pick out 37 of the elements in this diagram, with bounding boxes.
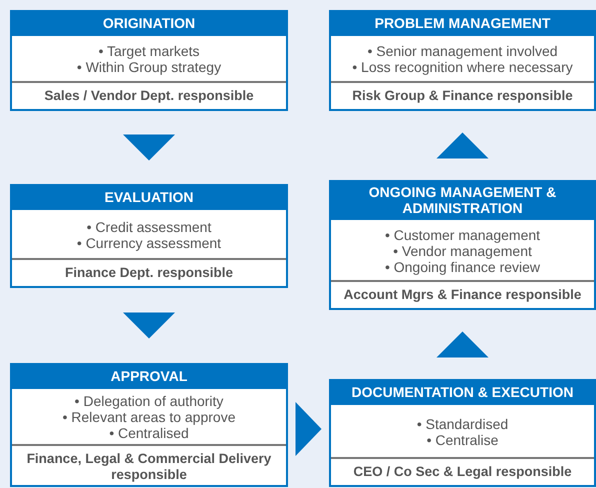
bullet-item: • Ongoing finance review <box>384 258 540 274</box>
process-box <box>329 379 596 487</box>
arrow <box>436 132 488 158</box>
responsibility-text: CEO / Co Sec & Legal responsible <box>331 457 594 485</box>
responsibility-text: Risk Group & Finance responsible <box>331 81 594 109</box>
arrow <box>296 402 322 456</box>
box-heading: PROBLEM MANAGEMENT <box>329 10 596 36</box>
bullet-item: • Loss recognition where necessary <box>352 59 573 75</box>
box-heading: DOCUMENTATION & EXECUTION <box>329 379 596 405</box>
responsibility-text: Finance, Legal & Commercial Delivery responsible <box>12 444 286 488</box>
bullet-item: • Customer management <box>384 226 540 242</box>
responsibility-text: Account Mgrs & Finance responsible <box>331 280 594 308</box>
responsibility-text: Sales / Vendor Dept. responsible <box>12 81 286 109</box>
responsibility-text: Finance Dept. responsible <box>12 258 286 286</box>
process-box <box>10 10 288 111</box>
bullet-item: • Vendor management <box>393 242 532 258</box>
process-box <box>10 363 288 487</box>
bullet-item: • Target markets <box>98 43 200 59</box>
box-heading: ONGOING MANAGEMENT & ADMINISTRATION <box>329 180 596 220</box>
bullet-item: • Delegation of authority <box>74 393 224 409</box>
box-heading: EVALUATION <box>10 184 288 210</box>
process-box <box>329 180 596 310</box>
process-box <box>10 184 288 288</box>
box-heading: ORIGINATION <box>10 10 288 36</box>
bullet-item: • Credit assessment <box>86 218 212 234</box>
bullet-item: • Relevant areas to approve <box>62 409 236 425</box>
process-box <box>329 10 596 111</box>
bullet-item: • Senior management involved <box>367 43 558 59</box>
bullet-item: • Standardised <box>416 416 508 432</box>
bullet-item: • Centralised <box>109 425 189 441</box>
box-heading: APPROVAL <box>10 363 288 389</box>
bullet-item: • Centralise <box>426 432 498 448</box>
bullet-item: • Currency assessment <box>76 234 222 250</box>
arrow <box>123 134 175 160</box>
arrow <box>436 332 488 358</box>
arrow <box>123 312 175 338</box>
bullet-item: • Within Group strategy <box>76 59 222 75</box>
